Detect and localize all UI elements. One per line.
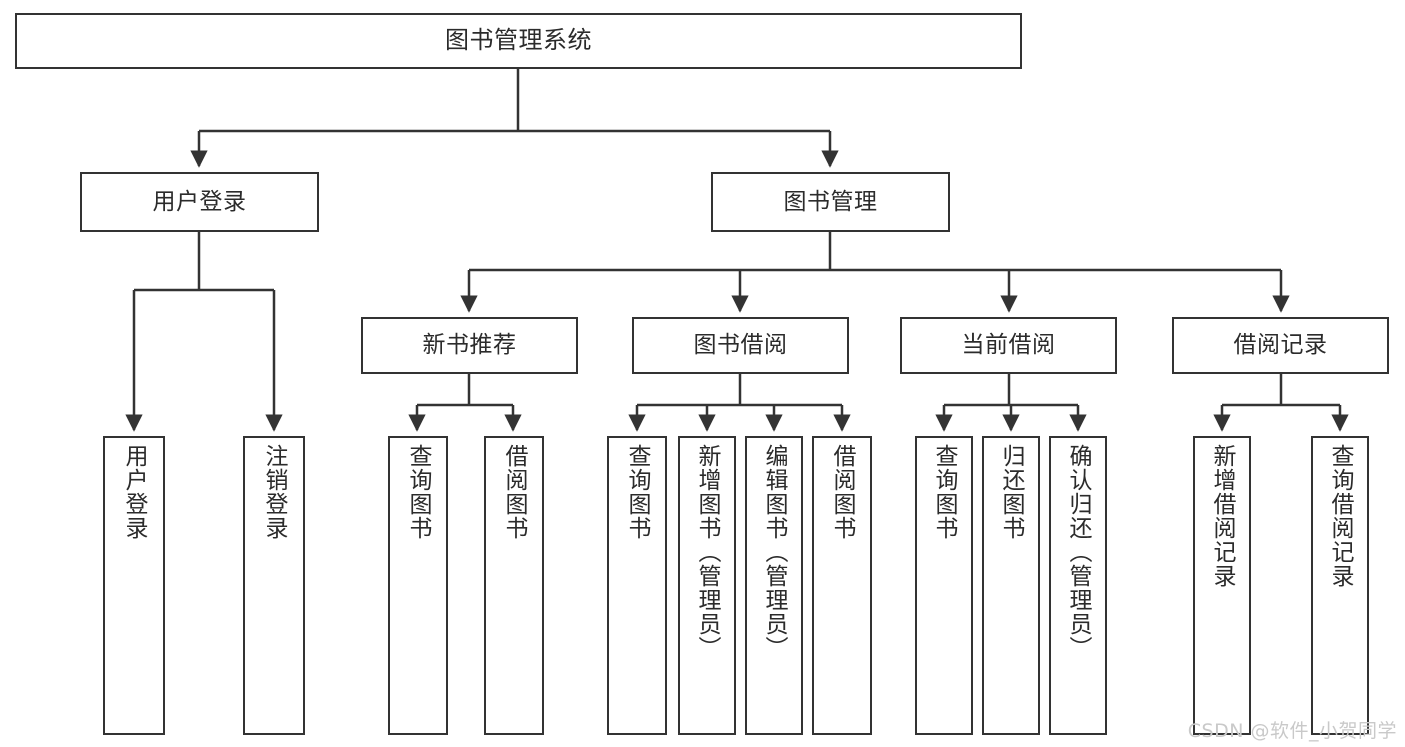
node-borrow-record[interactable]: 借阅记录 [1172, 317, 1389, 374]
node-label: 借阅记录 [1233, 332, 1328, 359]
node-leaf-query-book-borrow[interactable]: 查询图书 [607, 436, 667, 735]
node-leaf-return-book[interactable]: 归还图书 [982, 436, 1040, 735]
node-current-borrow[interactable]: 当前借阅 [900, 317, 1117, 374]
node-leaf-confirm-return-admin[interactable]: 确认归还（管理员） [1049, 436, 1107, 735]
node-leaf-logout[interactable]: 注销登录 [243, 436, 305, 735]
node-leaf-query-borrow-record[interactable]: 查询借阅记录 [1311, 436, 1369, 735]
node-book-manage[interactable]: 图书管理 [711, 172, 950, 232]
node-label: 查询图书 [931, 444, 958, 540]
node-leaf-query-book-rec[interactable]: 查询图书 [388, 436, 448, 735]
node-new-book-recommend[interactable]: 新书推荐 [361, 317, 578, 374]
node-label: 新增借阅记录 [1209, 444, 1236, 588]
node-label: 用户登录 [121, 444, 148, 540]
node-leaf-borrow-book[interactable]: 借阅图书 [812, 436, 872, 735]
node-leaf-add-book-admin[interactable]: 新增图书（管理员） [678, 436, 736, 735]
node-label: 图书管理 [783, 188, 878, 215]
node-label: 图书借阅 [693, 332, 788, 359]
node-leaf-query-book-current[interactable]: 查询图书 [915, 436, 973, 735]
node-label: 借阅图书 [829, 444, 856, 540]
node-leaf-add-borrow-record[interactable]: 新增借阅记录 [1193, 436, 1251, 735]
node-label: 用户登录 [152, 188, 247, 215]
node-leaf-edit-book-admin[interactable]: 编辑图书（管理员） [745, 436, 803, 735]
node-label: 归还图书 [998, 444, 1025, 540]
watermark-text: CSDN @软件_小贺同学 [1187, 720, 1397, 742]
node-label: 注销登录 [261, 444, 288, 540]
node-label: 查询借阅记录 [1327, 444, 1354, 588]
node-label: 确认归还（管理员） [1065, 444, 1092, 660]
node-leaf-borrow-book-rec[interactable]: 借阅图书 [484, 436, 544, 735]
node-label: 查询图书 [405, 444, 432, 540]
node-user-login[interactable]: 用户登录 [80, 172, 319, 232]
node-leaf-user-login[interactable]: 用户登录 [103, 436, 165, 735]
node-label: 查询图书 [624, 444, 651, 540]
node-root-system[interactable]: 图书管理系统 [15, 13, 1022, 69]
node-label: 新书推荐 [422, 332, 517, 359]
node-label: 编辑图书（管理员） [761, 444, 788, 660]
node-label: 新增图书（管理员） [694, 444, 721, 660]
node-label: 借阅图书 [501, 444, 528, 540]
node-book-borrow[interactable]: 图书借阅 [632, 317, 849, 374]
node-label: 图书管理系统 [445, 26, 592, 55]
node-label: 当前借阅 [961, 332, 1056, 359]
